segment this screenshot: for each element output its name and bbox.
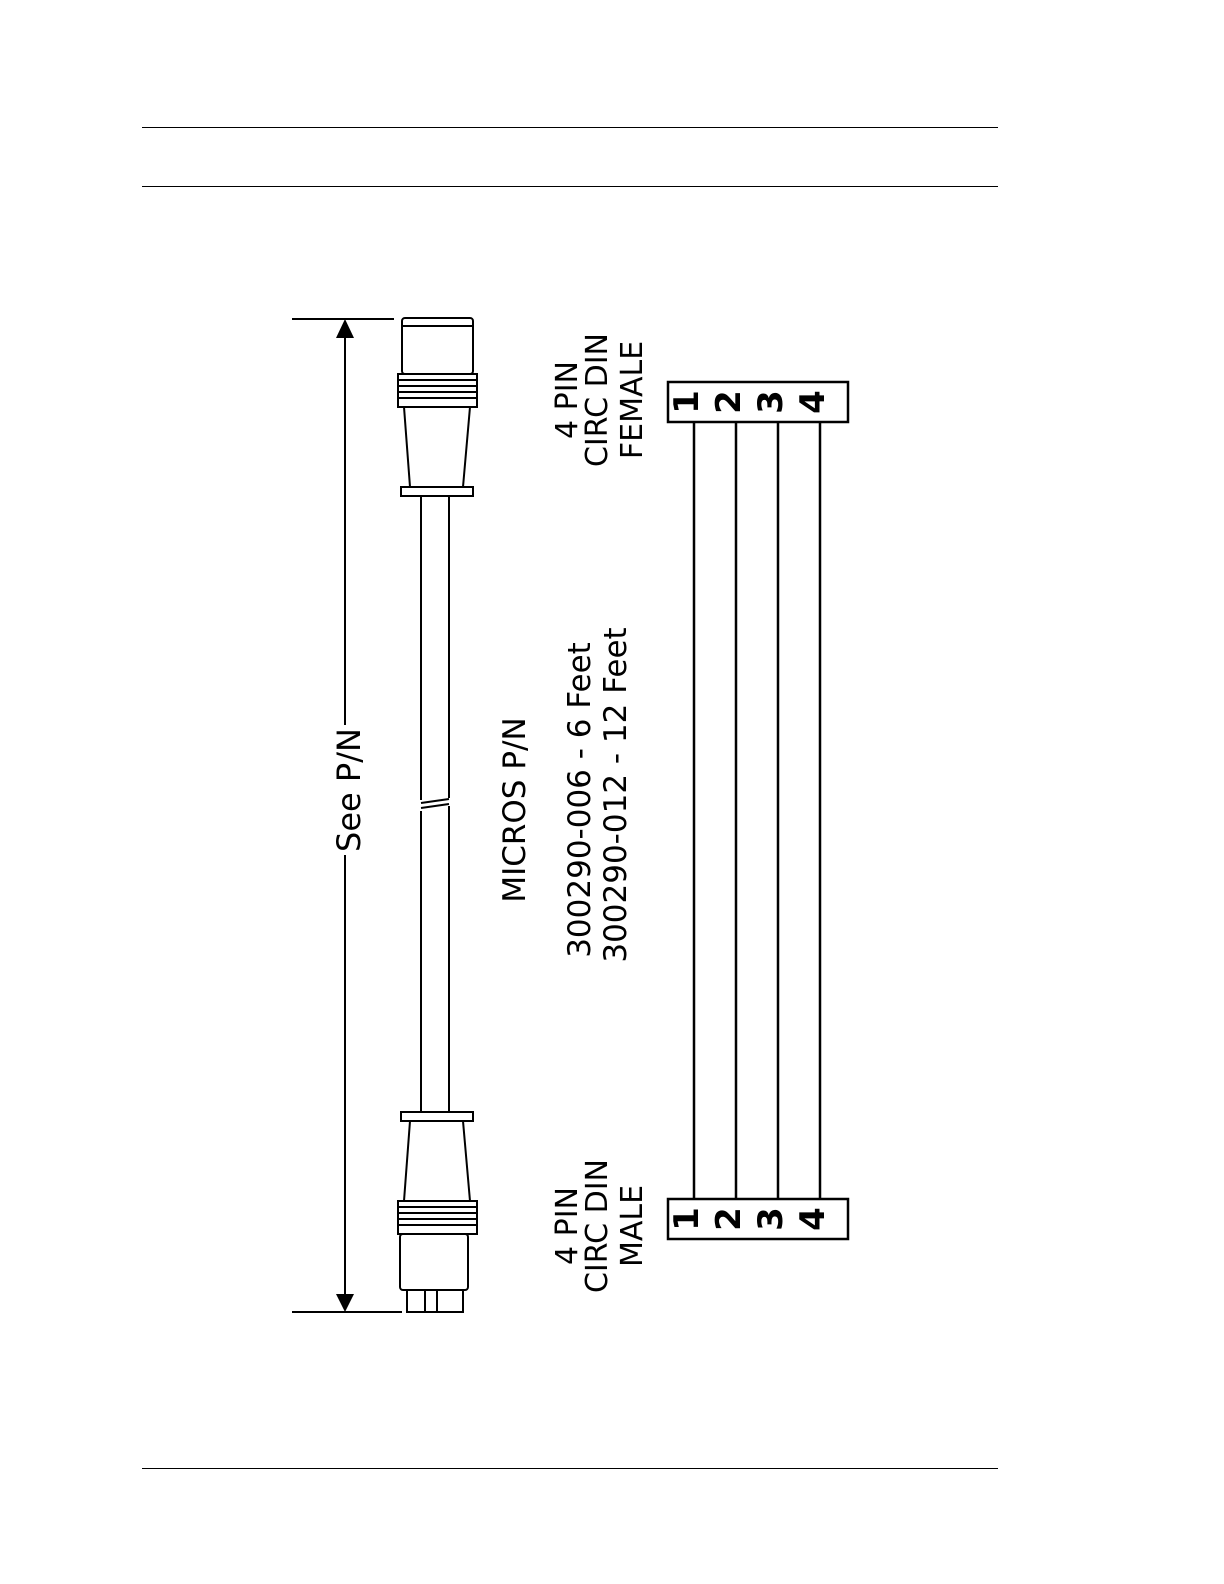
female-pin-2: 2	[709, 390, 749, 414]
part-number-line-1: 300290-006 - 6 Feet	[562, 642, 598, 958]
female-pin-3: 3	[751, 390, 791, 414]
female-pin-1: 1	[667, 390, 707, 414]
male-label-line-3: MALE	[615, 1185, 650, 1267]
male-pin-3: 3	[751, 1207, 791, 1231]
male-pin-1: 1	[667, 1207, 707, 1231]
dimension-arrow-top	[336, 319, 354, 338]
female-connector-drawing	[398, 318, 477, 496]
part-number-heading: MICROS P/N	[497, 717, 533, 902]
male-connector-drawing	[398, 1112, 477, 1312]
dimension-arrow-bottom	[336, 1294, 354, 1312]
female-pin-4: 4	[793, 390, 833, 414]
male-pin-2: 2	[709, 1207, 749, 1231]
dimension-label: See P/N	[330, 728, 368, 852]
male-pin-4: 4	[793, 1207, 833, 1231]
female-label-line-2: CIRC DIN	[580, 333, 615, 467]
male-label-line-2: CIRC DIN	[580, 1159, 615, 1293]
part-number-line-2: 300290-012 - 12 Feet	[598, 627, 634, 962]
female-label-line-3: FEMALE	[615, 341, 650, 459]
cable-body	[421, 496, 449, 1112]
